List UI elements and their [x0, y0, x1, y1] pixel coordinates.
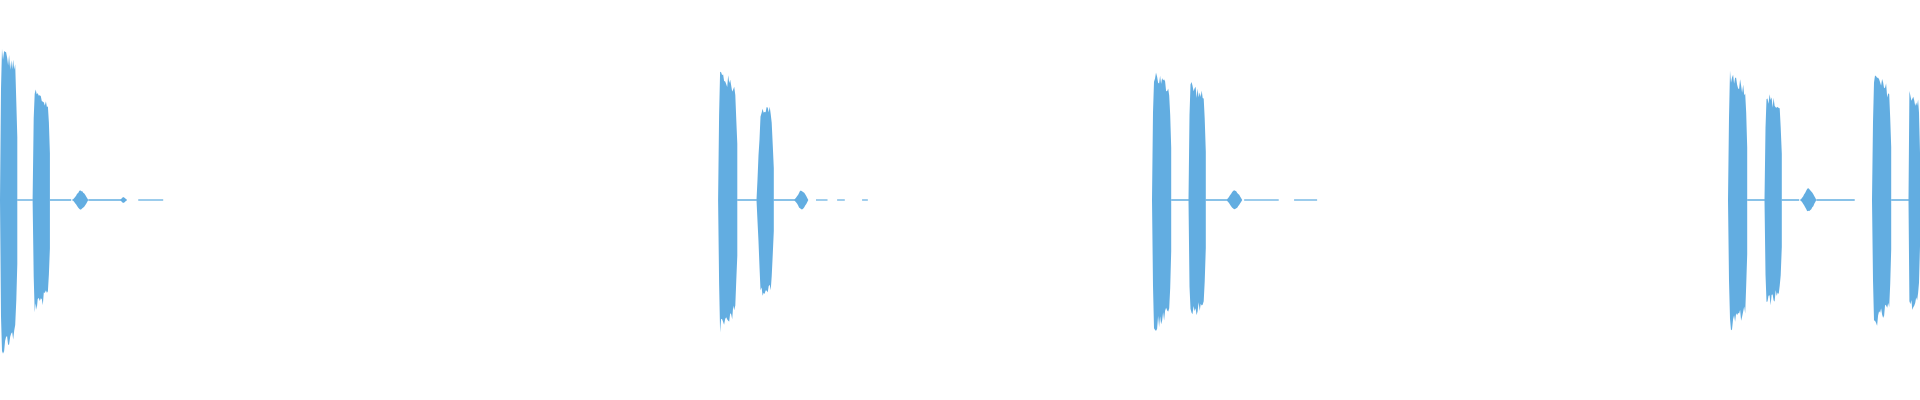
waveform-burst [1188, 82, 1206, 316]
audio-clip-1[interactable] [0, 48, 164, 354]
waveform-burst [1908, 91, 1920, 310]
waveform-blip [1799, 188, 1817, 212]
waveform-blip [793, 190, 809, 210]
waveform-burst [1728, 70, 1748, 331]
waveform-burst [0, 48, 18, 354]
waveform-burst [32, 89, 50, 313]
waveform-burst [718, 71, 738, 333]
waveform-blip [1225, 190, 1243, 210]
audio-clip-3[interactable] [1152, 72, 1318, 331]
waveform-burst [1764, 94, 1782, 306]
waveform-burst [756, 106, 774, 296]
waveform-burst [1152, 72, 1172, 331]
waveform-blip [119, 197, 127, 203]
waveform-burst [1872, 75, 1892, 326]
audio-clip-2[interactable] [718, 71, 868, 333]
waveform-blip [71, 190, 89, 210]
audio-clip-4[interactable] [1728, 70, 1920, 331]
